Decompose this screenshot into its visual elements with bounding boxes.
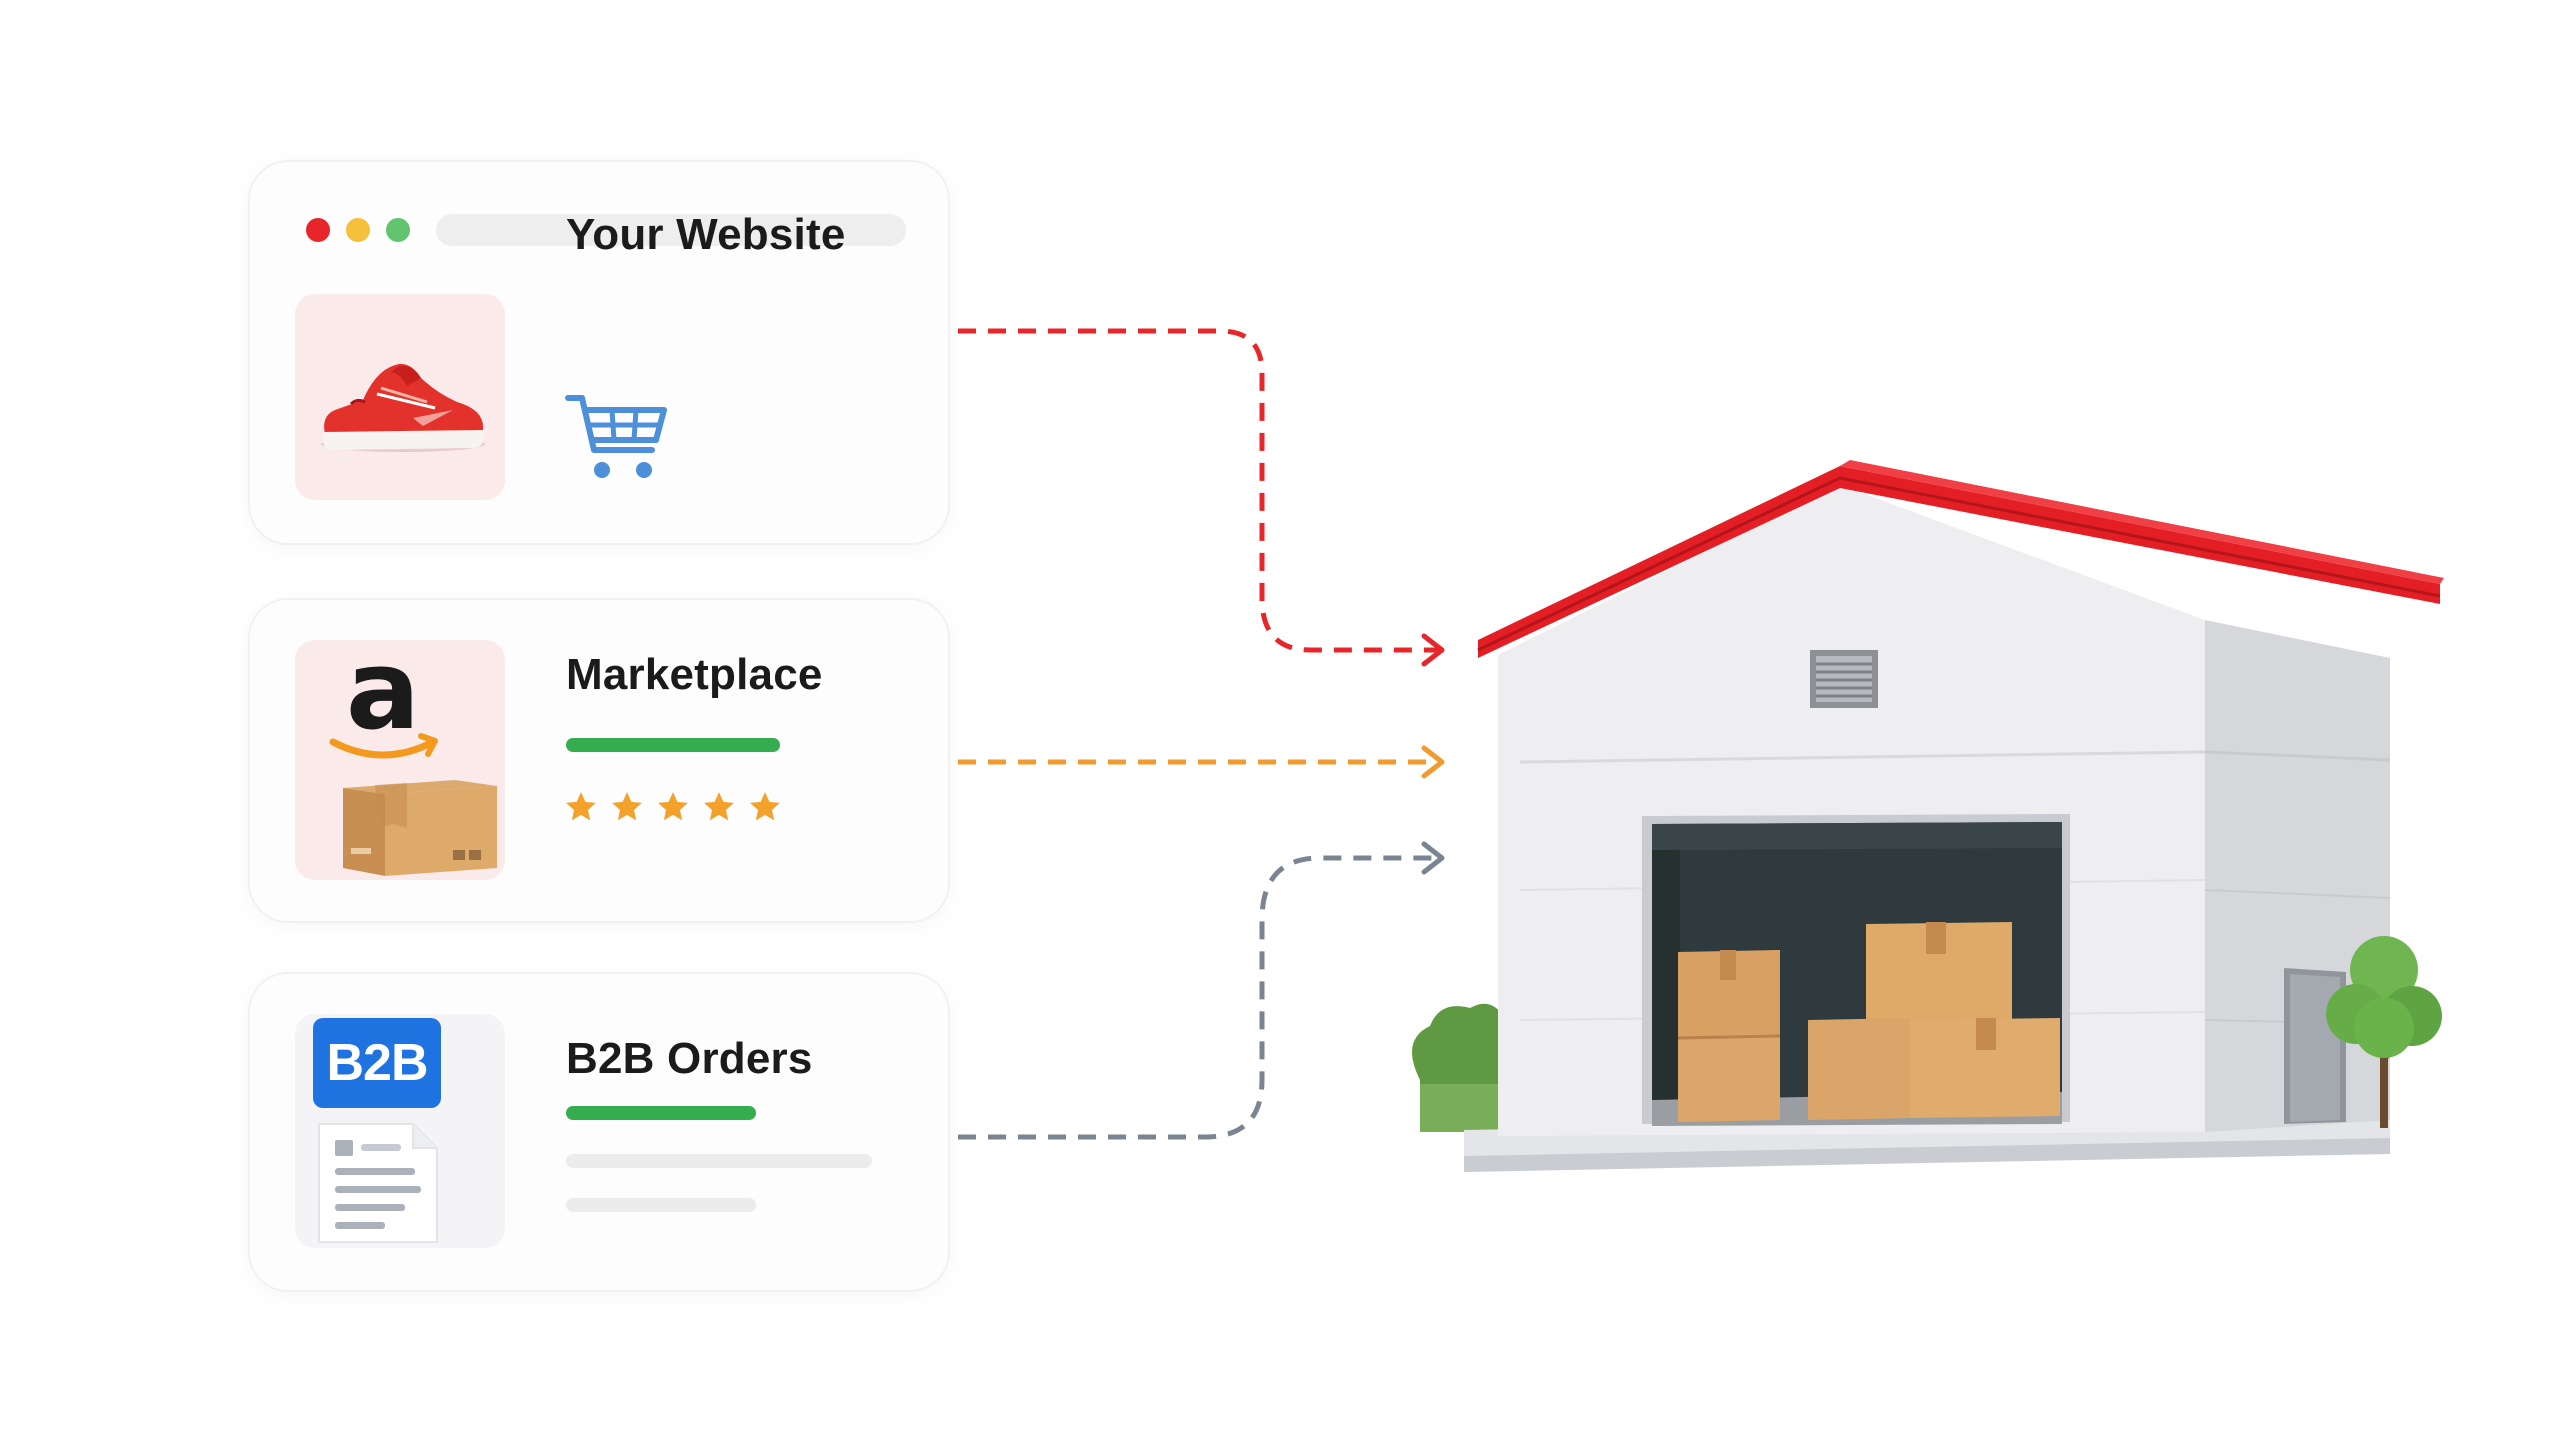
star-icon: [566, 792, 596, 821]
browser-url-bar: [436, 214, 906, 246]
marketplace-progress-bar: [566, 738, 780, 752]
browser-maximize-dot: [386, 218, 410, 242]
browser-minimize-dot: [346, 218, 370, 242]
star-rating: [564, 790, 782, 824]
placeholder-line: [566, 1154, 872, 1168]
source-title: Marketplace: [566, 650, 823, 699]
boxes-stack: [1677, 922, 2060, 1122]
marketplace-card: a Marketplace: [248, 598, 950, 923]
star-icon: [612, 792, 642, 821]
document-icon: [318, 1123, 438, 1243]
roof: [1477, 460, 2444, 658]
b2b-flow-arrow: [958, 841, 1445, 1140]
cardboard-box-icon: [343, 780, 497, 876]
your-website-card: Your Website: [248, 160, 950, 545]
warehouse-icon: [1412, 460, 2444, 1172]
star-icon: [704, 792, 734, 821]
star-icon: [750, 792, 780, 821]
marketplace-flow-arrow: [958, 745, 1445, 779]
source-title: B2B Orders: [566, 1034, 813, 1083]
website-flow-arrow: [958, 328, 1445, 667]
star-icon: [658, 792, 688, 821]
marketplace-thumbnail: a: [295, 640, 505, 880]
b2b-badge-icon: B2B: [313, 1018, 441, 1108]
placeholder-line: [566, 1198, 756, 1212]
product-thumbnail: [295, 294, 505, 500]
source-title: Your Website: [566, 210, 846, 259]
amazon-logo-icon: a: [329, 644, 438, 759]
shopping-cart-icon: [565, 395, 667, 478]
b2b-badge-label: B2B: [326, 1034, 428, 1092]
b2b-progress-bar: [566, 1106, 756, 1120]
vent-icon: [1810, 650, 1878, 708]
browser-close-dot: [306, 218, 330, 242]
b2b-orders-card: B2B B2B Orders: [248, 972, 950, 1292]
tree-icon: [2326, 936, 2442, 1128]
bush-icon: [1412, 1003, 1504, 1132]
sneaker-icon: [321, 363, 485, 452]
svg-text:a: a: [346, 644, 420, 754]
b2b-thumbnail: B2B: [295, 1014, 505, 1248]
